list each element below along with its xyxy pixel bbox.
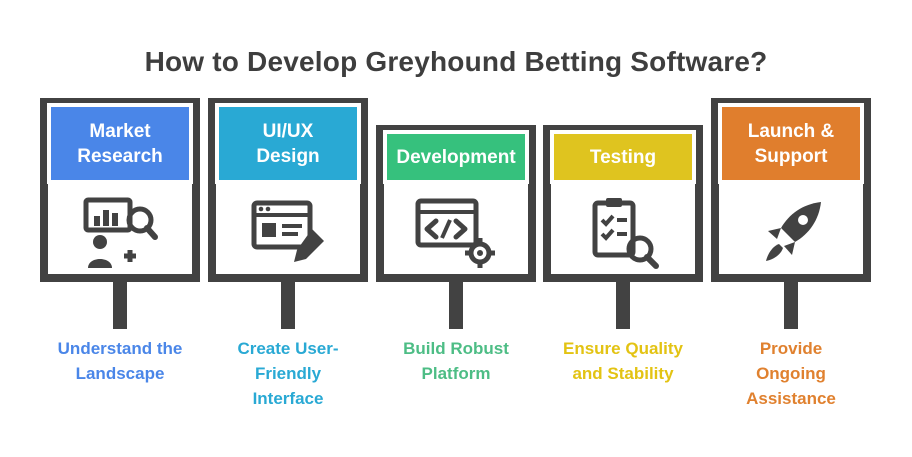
step-header-line: Development xyxy=(396,146,516,168)
market-research-icon xyxy=(36,190,204,276)
step-column-launch-support: Launch & Support Provide Ongoing Assista… xyxy=(707,0,875,457)
caption-line: Interface xyxy=(252,389,324,408)
signboard-post xyxy=(281,281,295,329)
step-header-line: UI/UX xyxy=(262,120,314,142)
step-header-development: Development xyxy=(383,130,529,184)
step-header-market-research: Market Research xyxy=(47,103,193,184)
caption-line: Platform xyxy=(421,364,491,383)
signboard-post xyxy=(449,281,463,329)
testing-icon xyxy=(539,190,707,276)
step-caption-uiux-design: Create User- Friendly Interface xyxy=(198,336,378,411)
uiux-design-icon xyxy=(204,190,372,276)
caption-line: Assistance xyxy=(746,389,836,408)
step-header-line: Market xyxy=(89,120,151,142)
development-icon xyxy=(372,190,540,276)
step-column-market-research: Market Research Understand the Landscape xyxy=(36,0,204,457)
step-caption-launch-support: Provide Ongoing Assistance xyxy=(701,336,881,411)
caption-line: Ongoing xyxy=(756,364,826,383)
caption-line: Create User- xyxy=(237,339,339,358)
step-header-line: Support xyxy=(754,145,828,167)
caption-line: Provide xyxy=(759,339,823,358)
page-title: How to Develop Greyhound Betting Softwar… xyxy=(144,46,768,77)
step-column-uiux-design: UI/UX Design Create User- Friendly Inter… xyxy=(204,0,372,457)
step-header-launch-support: Launch & Support xyxy=(718,103,864,184)
caption-line: Friendly xyxy=(254,364,322,383)
step-header-line: Research xyxy=(77,145,163,167)
caption-line: Build Robust xyxy=(403,339,509,358)
caption-line: Ensure Quality xyxy=(563,339,683,358)
caption-line: and Stability xyxy=(572,364,674,383)
signboard-post xyxy=(113,281,127,329)
step-header-line: Testing xyxy=(589,146,657,168)
step-header-testing: Testing xyxy=(550,130,696,184)
step-header-uiux-design: UI/UX Design xyxy=(215,103,361,184)
caption-line: Landscape xyxy=(75,364,165,383)
step-caption-development: Build Robust Platform xyxy=(366,336,546,386)
step-header-line: Design xyxy=(256,145,320,167)
signboard-post xyxy=(784,281,798,329)
step-header-line: Launch & xyxy=(747,120,835,142)
step-column-testing: Testing Ensure Quality and Stability xyxy=(539,0,707,457)
step-column-development: Development Build Robust Platform xyxy=(372,0,540,457)
step-caption-market-research: Understand the Landscape xyxy=(30,336,210,386)
caption-line: Understand the xyxy=(57,339,183,358)
launch-support-icon xyxy=(707,190,875,276)
signboard-post xyxy=(616,281,630,329)
step-caption-testing: Ensure Quality and Stability xyxy=(533,336,713,386)
